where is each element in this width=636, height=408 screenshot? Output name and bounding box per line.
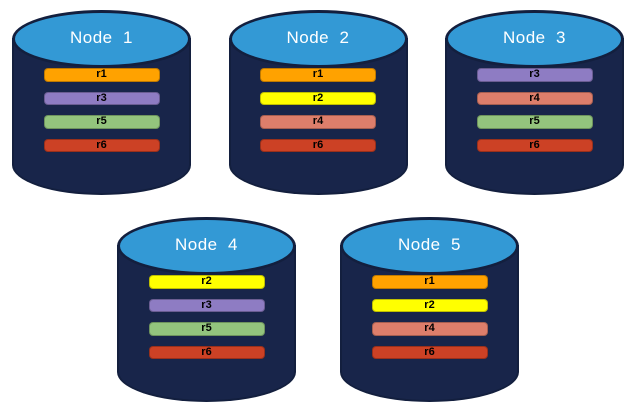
top-row: Node 1 r1 r3 r5 r6 Node 2 r1 r2 r4 r6: [0, 10, 636, 195]
cylinder-top: Node 5: [340, 217, 519, 275]
db-node-1: Node 1 r1 r3 r5 r6: [12, 10, 191, 195]
replica-bar: r5: [476, 115, 593, 129]
db-node-4: Node 4 r2 r3 r5 r6: [117, 217, 296, 402]
bottom-row: Node 4 r2 r3 r5 r6 Node 5 r1 r2 r4 r6: [0, 217, 636, 402]
replica-bar: r1: [260, 68, 376, 82]
replica-bar: r1: [43, 68, 160, 82]
db-node-3: Node 3 r3 r4 r5 r6: [445, 10, 624, 195]
replica-bar: r5: [43, 115, 160, 129]
node-title: Node 5: [397, 235, 462, 254]
cylinder-top: Node 2: [228, 10, 408, 68]
replica-bar: r4: [371, 322, 488, 336]
cylinder-top: Node 3: [445, 10, 624, 68]
replica-list: r2 r3 r5 r6: [117, 275, 296, 369]
replica-bar: r3: [476, 68, 593, 82]
replica-bar: r6: [371, 345, 488, 359]
db-node-2: Node 2 r1 r2 r4 r6: [228, 10, 408, 195]
replica-bar: r5: [148, 322, 265, 336]
replica-bar: r2: [148, 275, 265, 289]
cylinder-top: Node 4: [117, 217, 296, 275]
node-title: Node 4: [174, 235, 239, 254]
replica-bar: r2: [371, 298, 488, 312]
replica-bar: r3: [148, 298, 265, 312]
replica-list: r1 r2 r4 r6: [229, 68, 408, 162]
replica-bar: r2: [260, 91, 376, 105]
node-title: Node 3: [502, 28, 567, 47]
replica-bar: r3: [43, 91, 160, 105]
node-title: Node 2: [286, 28, 350, 47]
node-title: Node 1: [69, 28, 134, 47]
db-node-5: Node 5 r1 r2 r4 r6: [340, 217, 519, 402]
replica-list: r1 r2 r4 r6: [340, 275, 519, 369]
replica-bar: r6: [476, 138, 593, 152]
replica-list: r1 r3 r5 r6: [12, 68, 191, 162]
replica-list: r3 r4 r5 r6: [445, 68, 624, 162]
replica-bar: r6: [43, 138, 160, 152]
replica-bar: r6: [260, 138, 376, 152]
replica-bar: r4: [476, 91, 593, 105]
cylinder-top: Node 1: [12, 10, 191, 68]
replica-bar: r6: [148, 345, 265, 359]
replica-bar: r4: [260, 115, 376, 129]
replica-bar: r1: [371, 275, 488, 289]
